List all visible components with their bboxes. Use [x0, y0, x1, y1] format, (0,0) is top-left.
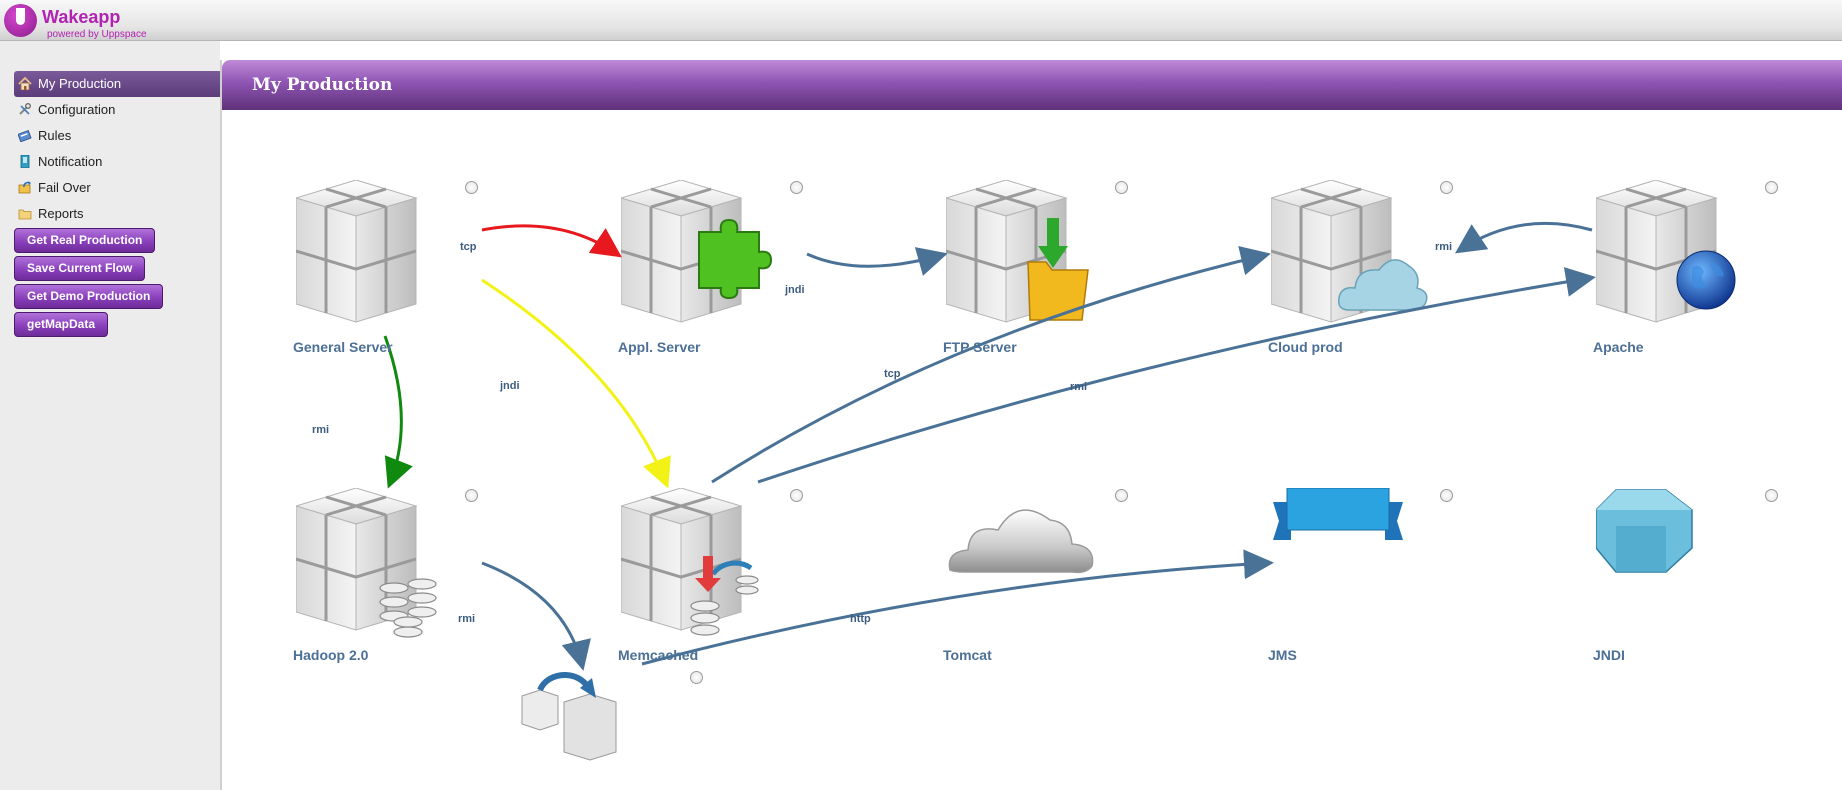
sidebar-item-label: Configuration [38, 102, 116, 117]
node-tomcat[interactable] [946, 488, 1106, 648]
node-label: Apache [1593, 339, 1644, 355]
node-memcached[interactable] [621, 488, 781, 648]
node-jms[interactable] [1271, 488, 1431, 648]
sidebar-item-label: Notification [38, 154, 103, 169]
save-current-flow-button[interactable]: Save Current Flow [14, 256, 146, 281]
edge-label: tcp [884, 368, 901, 380]
app-name: Wakeapp [42, 7, 121, 27]
tools-icon [19, 103, 31, 115]
production-panel [220, 60, 1842, 790]
page-title: My Production [252, 75, 393, 95]
edge-label: rmi [312, 424, 330, 436]
node-unlabeled-cubes[interactable] [520, 668, 630, 768]
sidebar-item-label: Rules [38, 128, 72, 143]
edge-label: rmi [1435, 241, 1453, 253]
node-label: Hadoop 2.0 [293, 647, 369, 663]
folder-icon [18, 209, 32, 220]
sidebar-item-label: My Production [38, 76, 122, 91]
edge-general-to-memcached[interactable] [481, 278, 671, 489]
edge-label: rmi [1070, 381, 1088, 393]
sidebar-item-label: Fail Over [38, 180, 91, 195]
hadoop-database-server-icon [296, 488, 437, 638]
node-select-radio[interactable] [1765, 489, 1778, 502]
application-server-puzzle-icon [621, 180, 773, 324]
notification-icon [20, 155, 30, 168]
rules-icon [18, 130, 32, 142]
top-bar: Wakeapp powered by Uppspace [0, 0, 1842, 41]
edge-label: http [850, 613, 871, 625]
node-appl-server[interactable] [621, 180, 781, 340]
edge-hadoop-to-deploy[interactable] [481, 561, 591, 671]
memcached-sync-server-icon [621, 488, 759, 636]
tomcat-cloud-icon [948, 509, 1094, 574]
node-select-radio[interactable] [1440, 489, 1453, 502]
sidebar-item-fail-over[interactable]: Fail Over [14, 175, 222, 201]
panel-header: My Production [222, 60, 1842, 110]
node-hadoop[interactable] [296, 488, 456, 648]
jndi-hexagon-icon [1596, 489, 1693, 573]
jms-ribbon-icon [1273, 488, 1403, 540]
failover-icon [18, 181, 31, 194]
edge-general-to-hadoop[interactable] [383, 335, 413, 489]
edge-apache-to-cloud[interactable] [1455, 221, 1593, 254]
node-ftp-server[interactable] [946, 180, 1106, 340]
edge-appl-to-ftp[interactable] [806, 247, 948, 276]
node-label: General Server [293, 339, 393, 355]
app-subtitle: powered by Uppspace [47, 29, 147, 40]
node-cloud-prod[interactable] [1271, 180, 1431, 340]
get-map-data-button[interactable]: getMapData [14, 312, 109, 337]
get-demo-production-button[interactable]: Get Demo Production [14, 284, 164, 309]
apache-globe-server-icon [1596, 180, 1736, 324]
edge-memcached-to-apache[interactable] [757, 267, 1596, 484]
node-select-radio[interactable] [790, 489, 803, 502]
node-select-radio[interactable] [465, 489, 478, 502]
node-select-radio[interactable] [690, 671, 703, 684]
sidebar-item-my-production[interactable]: My Production [14, 71, 222, 97]
edge-label: tcp [460, 241, 477, 253]
sidebar-item-reports[interactable]: Reports [14, 201, 222, 227]
sidebar-item-notification[interactable]: Notification [14, 149, 222, 175]
edge-label: jndi [500, 380, 520, 392]
get-real-production-button[interactable]: Get Real Production [14, 228, 156, 253]
node-select-radio[interactable] [790, 181, 803, 194]
deploy-cubes-icon [521, 671, 617, 761]
node-select-radio[interactable] [465, 181, 478, 194]
node-select-radio[interactable] [1765, 181, 1778, 194]
edge-label: rmi [458, 613, 476, 625]
node-select-radio[interactable] [1115, 489, 1128, 502]
edge-label: jndi [785, 284, 805, 296]
node-apache[interactable] [1596, 180, 1756, 340]
wakeapp-logo-icon[interactable] [4, 4, 37, 37]
home-icon [18, 77, 32, 90]
cloud-server-icon [1271, 180, 1428, 324]
sidebar-item-configuration[interactable]: Configuration [14, 97, 222, 123]
sidebar: My Production Configuration Rules Notifi… [0, 41, 222, 790]
sidebar-nav: My Production Configuration Rules Notifi… [14, 71, 222, 227]
node-label: Memcached [618, 647, 699, 663]
node-label: JNDI [1593, 647, 1625, 663]
edge-general-to-appl[interactable] [481, 224, 622, 258]
node-label: Appl. Server [618, 339, 701, 355]
sidebar-item-rules[interactable]: Rules [14, 123, 222, 149]
node-label: Tomcat [943, 647, 992, 663]
sidebar-item-label: Reports [38, 206, 84, 221]
node-label: FTP Server [943, 339, 1017, 355]
node-label: Cloud prod [1268, 339, 1343, 355]
node-select-radio[interactable] [1115, 181, 1128, 194]
node-jndi[interactable] [1596, 488, 1756, 648]
sidebar-buttons: Get Real Production Save Current Flow Ge… [14, 228, 214, 340]
ftp-server-folder-icon [946, 180, 1089, 324]
edge-memcached-to-cloud[interactable] [711, 245, 1271, 484]
node-label: JMS [1268, 647, 1297, 663]
edge-memcached-to-jms[interactable] [641, 549, 1274, 666]
node-select-radio[interactable] [1440, 181, 1453, 194]
